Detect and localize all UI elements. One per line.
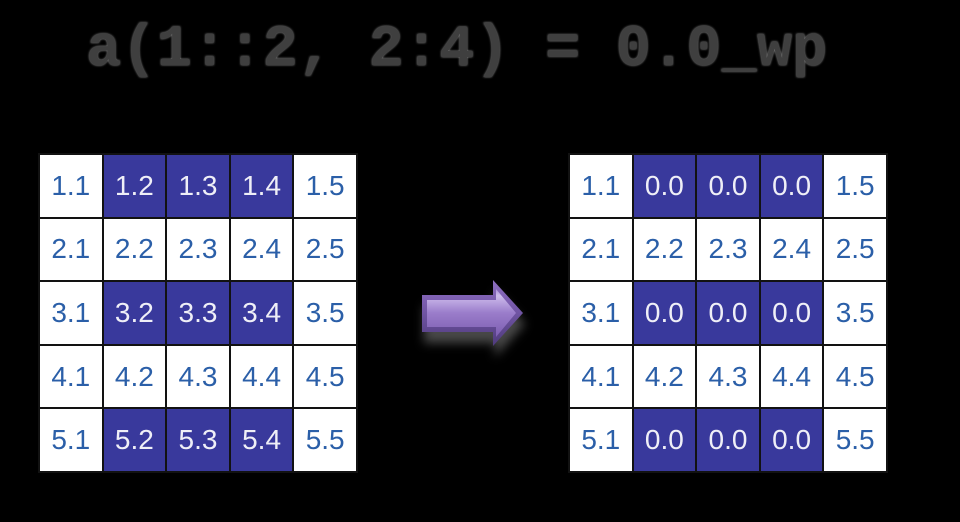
matrix-cell: 1.5 xyxy=(824,155,886,217)
code-statement-title: a(1::2, 2:4) = 0.0_wp xyxy=(86,18,828,83)
matrix-cell: 2.5 xyxy=(824,218,886,281)
matrix-cell-selected: 0.0 xyxy=(697,409,759,471)
matrix-cell-selected: 5.4 xyxy=(230,409,293,471)
matrix-cell: 2.3 xyxy=(167,218,229,281)
matrix-cell: 4.1 xyxy=(40,345,102,408)
matrix-cell: 2.1 xyxy=(40,218,102,281)
matrix-cell: 5.1 xyxy=(570,409,632,471)
matrix-cell-selected: 5.2 xyxy=(103,409,166,471)
matrix-cell: 3.1 xyxy=(570,282,632,344)
matrix-cell: 4.1 xyxy=(570,345,632,408)
matrix-cell-selected: 0.0 xyxy=(697,155,759,217)
matrix-cell-selected: 0.0 xyxy=(633,282,696,344)
matrix-cell-selected: 0.0 xyxy=(760,282,823,344)
matrix-cell: 4.2 xyxy=(103,345,166,408)
matrix-cell: 5.5 xyxy=(294,409,356,471)
matrix-cell: 2.2 xyxy=(633,218,696,281)
matrix-cell: 4.2 xyxy=(633,345,696,408)
matrix-cell: 1.1 xyxy=(40,155,102,217)
matrix-cell: 3.5 xyxy=(824,282,886,344)
matrix-cell: 1.1 xyxy=(570,155,632,217)
matrix-cell-selected: 0.0 xyxy=(633,155,696,217)
matrix-cell: 4.5 xyxy=(294,345,356,408)
matrix-cell: 3.5 xyxy=(294,282,356,344)
matrix-cell-selected: 0.0 xyxy=(760,409,823,471)
matrix-cell-selected: 3.2 xyxy=(103,282,166,344)
transform-arrow-icon xyxy=(412,272,532,362)
matrix-cell-selected: 3.3 xyxy=(167,282,229,344)
matrix-cell: 2.4 xyxy=(760,218,823,281)
matrix-cell: 3.1 xyxy=(40,282,102,344)
matrix-cell: 1.5 xyxy=(294,155,356,217)
matrix-cell: 4.3 xyxy=(167,345,229,408)
matrix-cell: 4.5 xyxy=(824,345,886,408)
matrix-cell-selected: 1.3 xyxy=(167,155,229,217)
matrix-cell: 4.3 xyxy=(697,345,759,408)
matrix-cell: 2.1 xyxy=(570,218,632,281)
matrix-cell: 2.4 xyxy=(230,218,293,281)
matrix-cell: 2.5 xyxy=(294,218,356,281)
matrix-cell-selected: 3.4 xyxy=(230,282,293,344)
matrix-cell: 5.1 xyxy=(40,409,102,471)
matrix-cell-selected: 1.2 xyxy=(103,155,166,217)
matrix-cell: 4.4 xyxy=(230,345,293,408)
matrix-cell: 4.4 xyxy=(760,345,823,408)
matrix-cell: 2.2 xyxy=(103,218,166,281)
matrix-cell: 2.3 xyxy=(697,218,759,281)
matrix-cell-selected: 5.3 xyxy=(167,409,229,471)
matrix-cell-selected: 1.4 xyxy=(230,155,293,217)
matrix-cell-selected: 0.0 xyxy=(760,155,823,217)
matrix-cell-selected: 0.0 xyxy=(633,409,696,471)
matrix-cell-selected: 0.0 xyxy=(697,282,759,344)
matrix-cell: 5.5 xyxy=(824,409,886,471)
